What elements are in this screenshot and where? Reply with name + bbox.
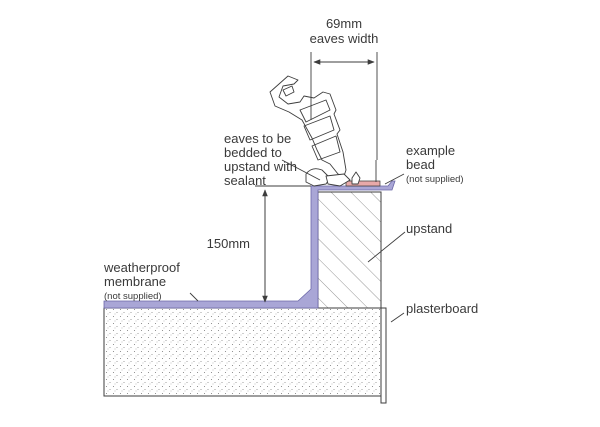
concrete-slab bbox=[103, 307, 382, 397]
bead-label-note: (not supplied) bbox=[406, 174, 464, 185]
upstand-block bbox=[317, 191, 382, 309]
eaves-width-dimension bbox=[310, 52, 378, 160]
eaves-note-line-2: bedded to bbox=[224, 145, 282, 160]
eaves-note-line-1: eaves to be bbox=[224, 131, 291, 146]
bead-label-line-2: bead bbox=[406, 157, 435, 172]
upstand-leader bbox=[367, 231, 406, 263]
plasterboard-label: plasterboard bbox=[406, 301, 478, 316]
plasterboard-panel bbox=[380, 307, 387, 404]
eaves-profile bbox=[269, 75, 377, 187]
membrane-label-line-2: membrane bbox=[104, 274, 166, 289]
eaves-note-line-3: upstand with bbox=[224, 159, 297, 174]
eaves-note-line-4: sealant bbox=[224, 173, 266, 188]
upstand-label: upstand bbox=[406, 221, 452, 236]
height-label: 150mm bbox=[207, 236, 250, 251]
bead-strip bbox=[345, 180, 381, 187]
membrane-leader bbox=[189, 292, 199, 302]
eaves-note-leader bbox=[281, 159, 321, 181]
membrane-layer bbox=[103, 180, 396, 309]
membrane-label-note: (not supplied) bbox=[104, 291, 162, 302]
height-dimension bbox=[255, 185, 311, 303]
bead-leader bbox=[384, 173, 405, 185]
bead-label-line-1: example bbox=[406, 143, 455, 158]
plasterboard-leader bbox=[390, 312, 405, 323]
eaves-width-text: eaves width bbox=[310, 31, 379, 46]
eaves-width-value: 69mm bbox=[326, 16, 362, 31]
membrane-label-line-1: weatherproof bbox=[103, 260, 180, 275]
